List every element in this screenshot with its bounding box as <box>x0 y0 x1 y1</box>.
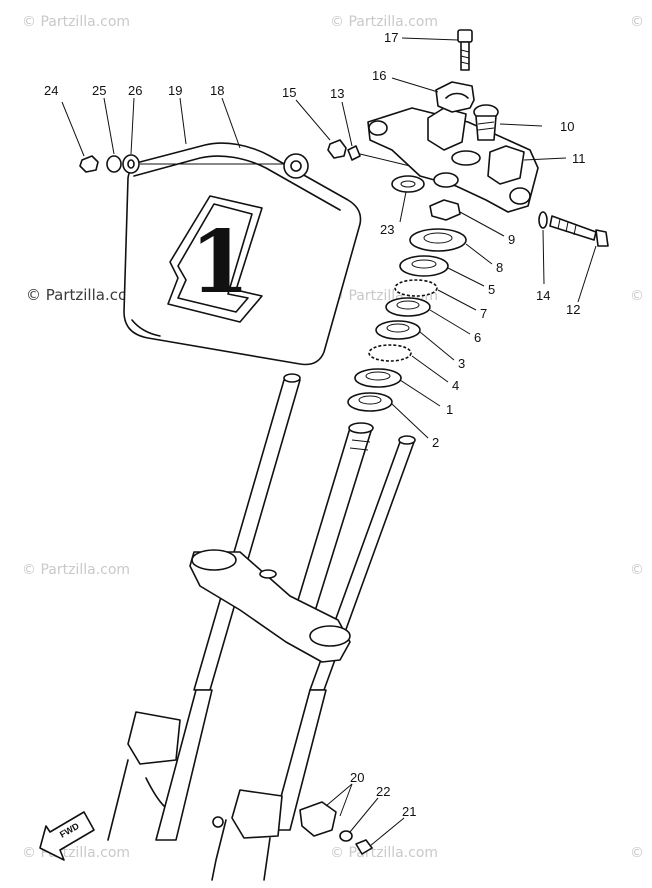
watermark: © <box>630 14 644 30</box>
number-plate: 1 <box>123 142 362 366</box>
steering-nuts <box>391 175 461 221</box>
upper-bracket <box>367 107 539 213</box>
callout-6: 6 <box>474 330 481 345</box>
callout-5: 5 <box>488 282 495 297</box>
callout-23: 23 <box>380 222 394 237</box>
bolt-10 <box>473 104 499 141</box>
callout-16: 16 <box>372 68 386 83</box>
callout-1: 1 <box>446 402 453 417</box>
number-plate-digit: 1 <box>190 212 250 313</box>
front-fork <box>107 373 416 881</box>
callout-8: 8 <box>496 260 503 275</box>
callout-26: 26 <box>128 83 142 98</box>
callout-21: 21 <box>402 804 416 819</box>
handlebar-holder <box>435 81 475 113</box>
watermark: © Partzilla.com <box>22 14 130 30</box>
watermark: © <box>630 845 644 861</box>
callout-2: 2 <box>432 435 439 450</box>
callout-13: 13 <box>330 86 344 101</box>
callout-9: 9 <box>508 232 515 247</box>
watermark: © <box>630 288 644 304</box>
forward-arrow-icon: FWD <box>39 811 95 861</box>
watermark: © Partzilla.com <box>26 286 142 304</box>
watermark: © Partzilla.com <box>22 845 130 861</box>
callout-12: 12 <box>566 302 580 317</box>
callout-19: 19 <box>168 83 182 98</box>
steering-stack <box>347 228 467 412</box>
watermark: © Partzilla.com <box>330 14 438 30</box>
plate-fasteners <box>79 154 284 174</box>
callout-20: 20 <box>350 770 364 785</box>
bolt-12 <box>538 211 609 247</box>
cable-guide <box>299 801 373 855</box>
watermark: © <box>630 562 644 578</box>
callout-24: 24 <box>44 83 58 98</box>
callout-7: 7 <box>480 306 487 321</box>
callout-10: 10 <box>560 119 574 134</box>
plate-clamp <box>327 139 411 167</box>
callout-11: 11 <box>572 151 586 166</box>
callout-4: 4 <box>452 378 459 393</box>
watermarks: © Partzilla.com © Partzilla.com © © Part… <box>22 14 644 861</box>
callout-14: 14 <box>536 288 550 303</box>
watermark: © Partzilla.com <box>22 562 130 578</box>
bolt-17 <box>457 29 473 71</box>
callout-15: 15 <box>282 85 296 100</box>
callout-labels: 17 16 10 11 24 25 26 19 18 15 13 23 9 14… <box>44 30 586 819</box>
callout-17: 17 <box>384 30 398 45</box>
callout-18: 18 <box>210 83 224 98</box>
watermark: © Partzilla.com <box>330 845 438 861</box>
callout-3: 3 <box>458 356 465 371</box>
callout-25: 25 <box>92 83 106 98</box>
callout-22: 22 <box>376 784 390 799</box>
leader-lines <box>61 37 597 847</box>
